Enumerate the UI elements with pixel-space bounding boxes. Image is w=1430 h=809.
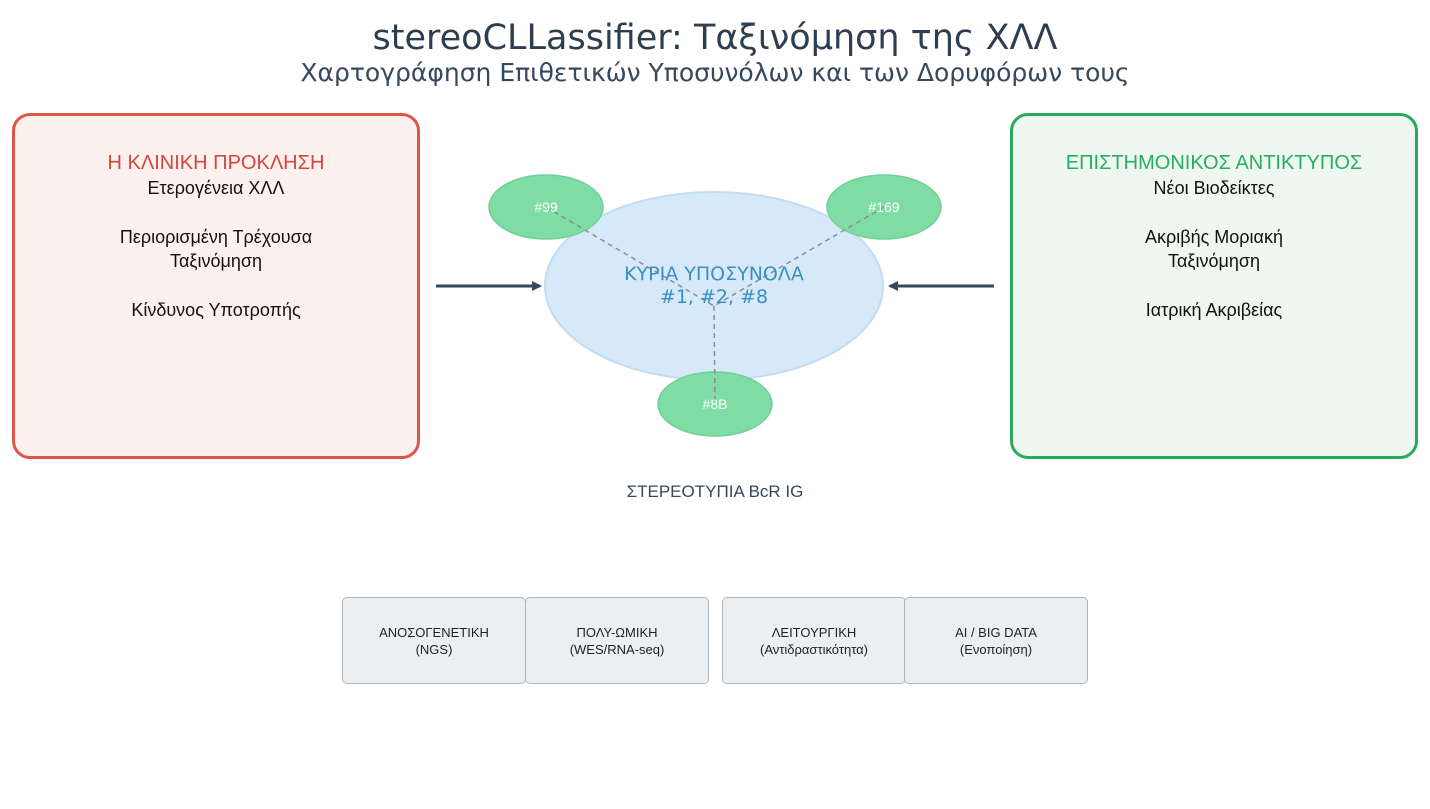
method-box-functional: ΛΕΙΤΟΥΡΓΙΚΗ (Αντιδραστικότητα) [722, 597, 906, 684]
method-box-ai-bigdata: AI / BIG DATA (Ενοποίηση) [904, 597, 1088, 684]
method-title: ΑΝΟΣΟΓΕΝΕΤΙΚΗ [379, 624, 489, 640]
method-detail: (WES/RNA-seq) [569, 641, 665, 657]
method-box-multiomics: ΠΟΛΥ-ΩΜΙΚΗ (WES/RNA-seq) [525, 597, 709, 684]
method-detail: (NGS) [415, 641, 453, 657]
impact-item: Ακριβής Μοριακή Ταξινόμηση [1145, 227, 1283, 271]
challenge-item: Ετερογένεια ΧΛΛ [147, 178, 285, 198]
method-title: AI / BIG DATA [955, 624, 1037, 640]
scientific-impact-panel: ΕΠΙΣΤΗΜΟΝΙΚΟΣ ΑΝΤΙΚΤΥΠΟΣ Νέοι Βιοδείκτες… [1010, 113, 1418, 459]
method-title: ΠΟΛΥ-ΩΜΙΚΗ [576, 624, 658, 640]
satellite-label: #169 [868, 199, 899, 215]
clinical-challenge-panel: Η ΚΛΙΝΙΚΗ ΠΡΟΚΛΗΣΗ Ετερογένεια ΧΛΛ Περιο… [12, 113, 420, 459]
connector-line [545, 206, 715, 307]
connector-line [713, 206, 885, 307]
diagram-caption: ΣΤΕΡΕΟΤΥΠΙΑ BcR IG [626, 482, 804, 501]
impact-item: Νέοι Βιοδείκτες [1153, 178, 1275, 198]
core-label: ΚΥΡΙΑ ΥΠΟΣΥΝΟΛΑ [624, 263, 804, 285]
page-subtitle: Χαρτογράφηση Επιθετικών Υποσυνόλων και τ… [300, 58, 1130, 87]
challenge-item: Κίνδυνος Υποτροπής [131, 300, 301, 320]
satellite-label: #8B [703, 396, 728, 412]
challenge-item: Περιορισμένη Τρέχουσα Ταξινόμηση [119, 227, 313, 271]
method-title: ΛΕΙΤΟΥΡΓΙΚΗ [771, 624, 857, 640]
satellite-label: #99 [534, 199, 558, 215]
impact-item: Ιατρική Ακριβείας [1145, 300, 1283, 320]
clinical-challenge-heading: Η ΚΛΙΝΙΚΗ ΠΡΟΚΛΗΣΗ [107, 152, 325, 174]
scientific-impact-heading: ΕΠΙΣΤΗΜΟΝΙΚΟΣ ΑΝΤΙΚΤΥΠΟΣ [1065, 152, 1363, 174]
method-detail: (Αντιδραστικότητα) [759, 641, 869, 657]
page-title: stereoCLLassifier: Ταξινόμηση της ΧΛΛ [372, 18, 1058, 58]
connector-line [713, 305, 716, 405]
method-box-immunogenetics: ΑΝΟΣΟΓΕΝΕΤΙΚΗ (NGS) [342, 597, 526, 684]
method-detail: (Ενοποίηση) [959, 641, 1033, 657]
core-subsets-list: #1, #2, #8 [660, 286, 768, 308]
